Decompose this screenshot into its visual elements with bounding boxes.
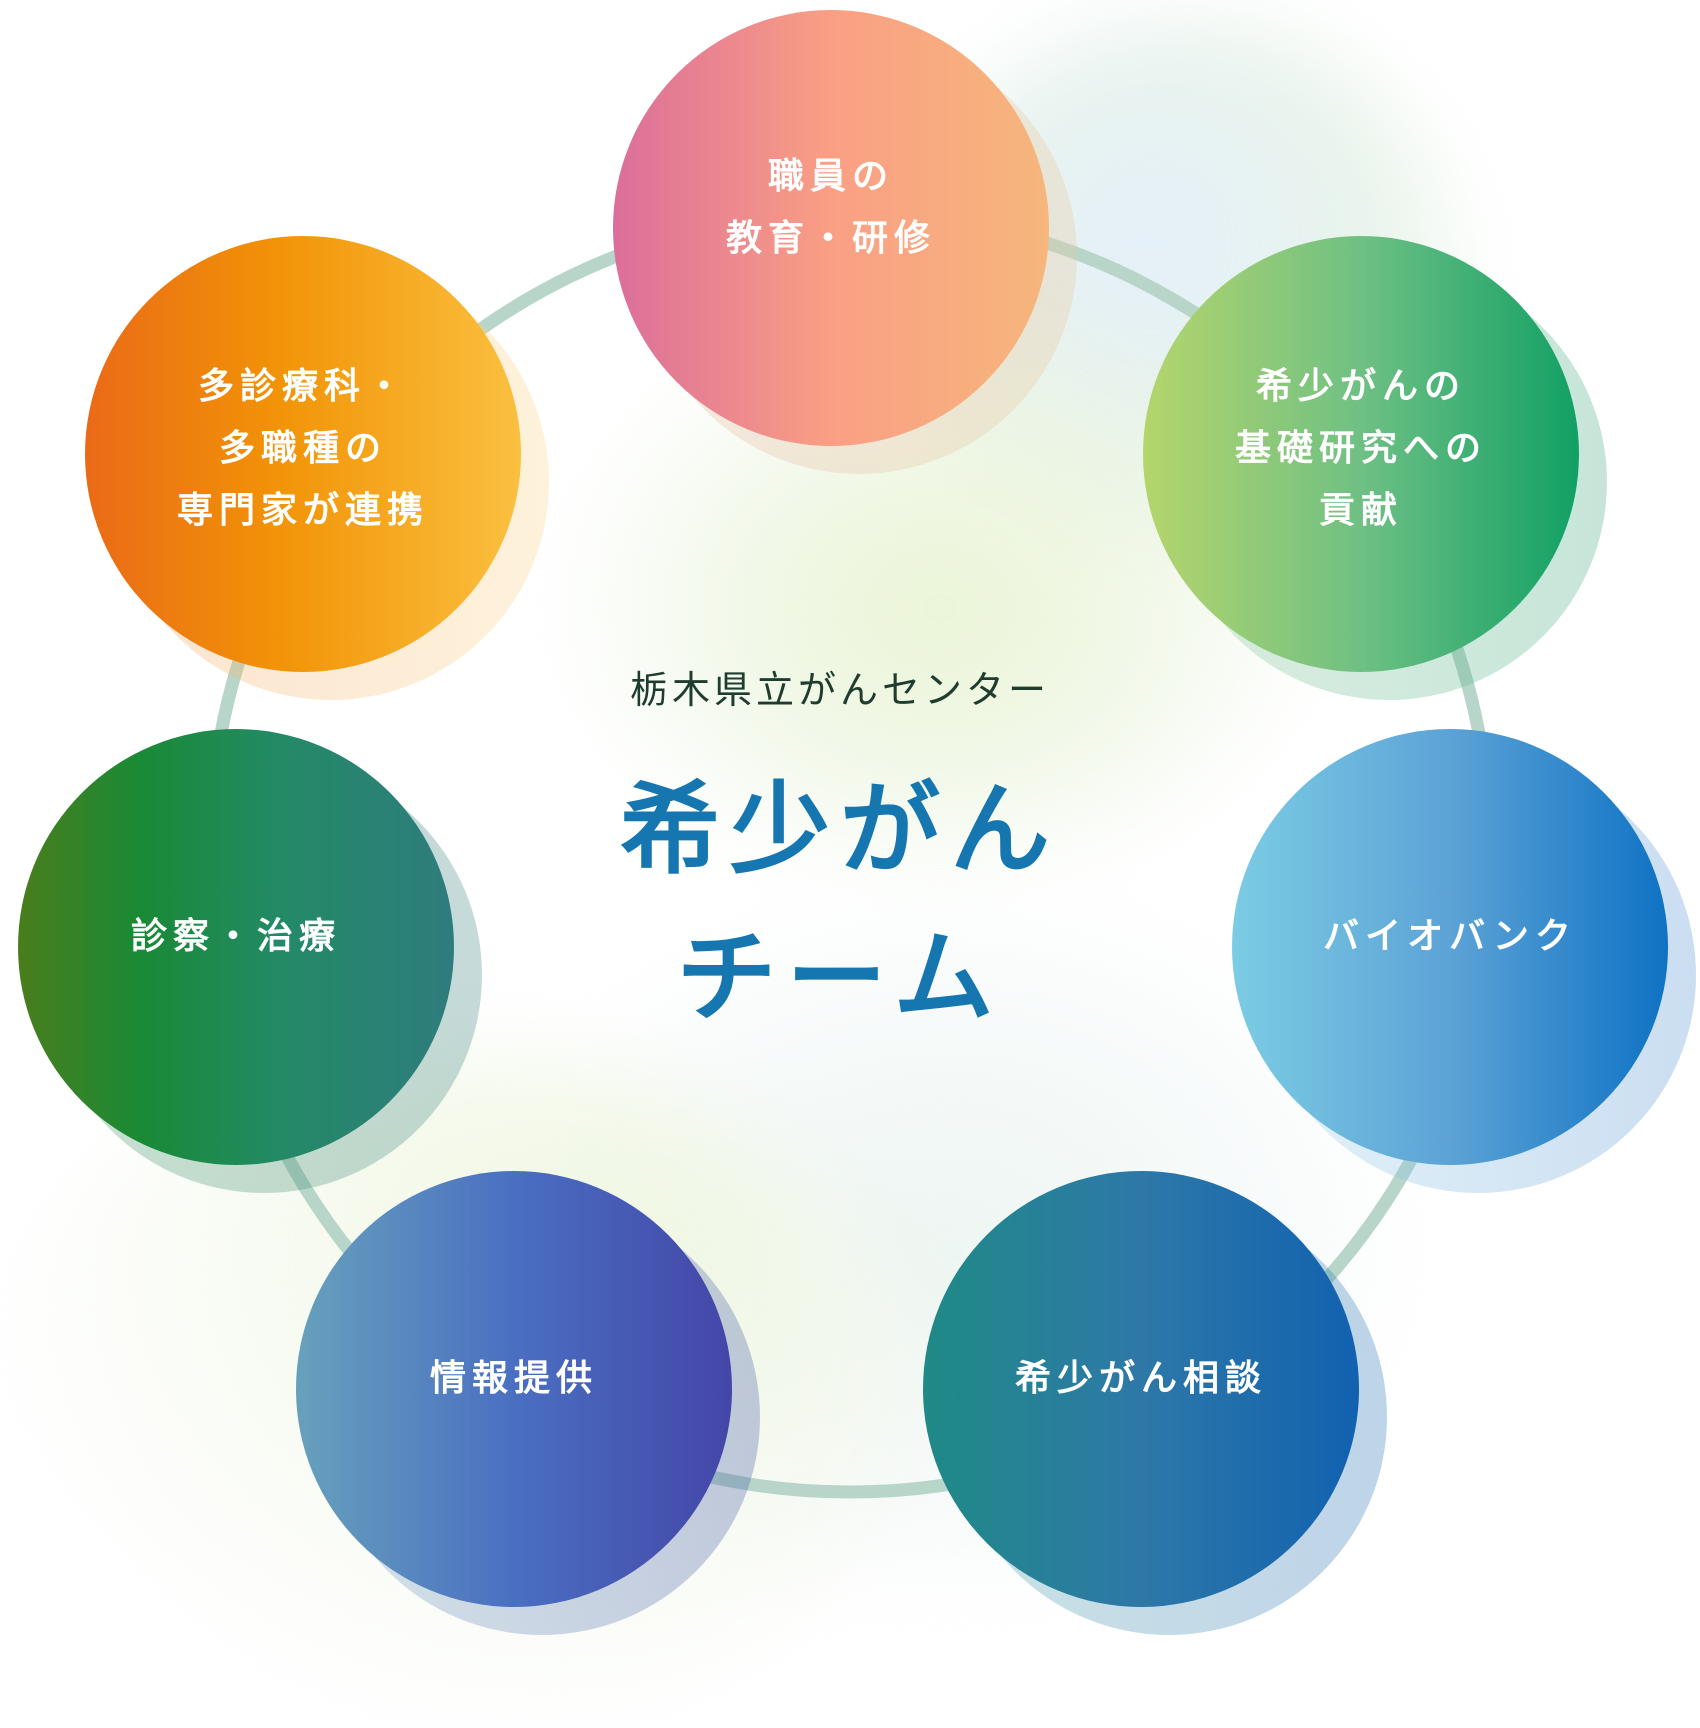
node-disc: 多診療科・ 多職種の 専門家が連携 (85, 236, 521, 672)
team-title-line1: 希少がん (620, 771, 1060, 888)
node-label: バイオバンク (1323, 916, 1577, 957)
node-collaboration[interactable]: 多診療科・ 多職種の 専門家が連携 (85, 236, 549, 700)
node-treatment[interactable]: 診察・治療 (18, 729, 482, 1193)
node-label: 多診療科・ 多職種の 専門家が連携 (176, 366, 429, 531)
center-heading: 栃木県立がんセンター 希少がん チーム (560, 660, 1120, 1052)
team-title-line2: チーム (676, 919, 1004, 1036)
node-research[interactable]: 希少がんの 基礎研究への 貢献 (1143, 236, 1607, 700)
organization-name: 栃木県立がんセンター (629, 668, 1050, 712)
node-consultation[interactable]: 希少がん相談 (923, 1171, 1387, 1635)
node-disc: 情報提供 (296, 1171, 732, 1607)
node-label: 職員の 教育・研修 (725, 156, 936, 259)
node-disc: 職員の 教育・研修 (613, 10, 1049, 446)
node-disc: 希少がんの 基礎研究への 貢献 (1143, 236, 1579, 672)
node-education[interactable]: 職員の 教育・研修 (613, 10, 1077, 474)
node-disc: 診察・治療 (18, 729, 454, 1165)
node-label: 希少がんの 基礎研究への 貢献 (1234, 366, 1487, 531)
node-label: 情報提供 (429, 1358, 598, 1399)
node-label: 診察・治療 (130, 916, 341, 957)
node-biobank[interactable]: バイオバンク (1232, 729, 1696, 1193)
node-disc: バイオバンク (1232, 729, 1668, 1165)
node-label: 希少がん相談 (1014, 1358, 1267, 1399)
team-title: 希少がん チーム (560, 756, 1120, 1052)
node-disc: 希少がん相談 (923, 1171, 1359, 1607)
node-information[interactable]: 情報提供 (296, 1171, 760, 1635)
